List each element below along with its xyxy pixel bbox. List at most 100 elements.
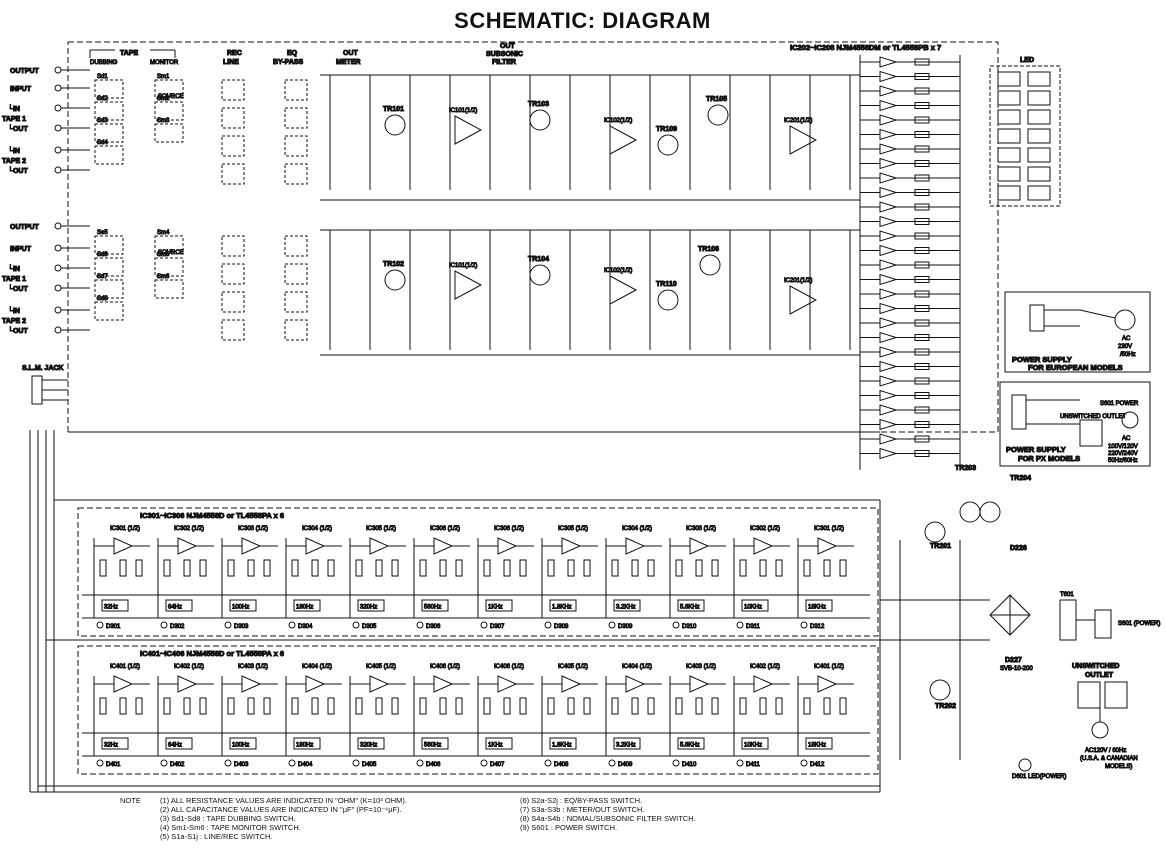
bank3-cells-freq-10: 10KHz — [744, 605, 762, 611]
switch-label-sm4: Sm4 — [157, 230, 170, 236]
us-region-2: MODELS) — [1105, 764, 1132, 770]
slm-jack-label: S.L.M. JACK — [22, 365, 64, 372]
bank4-cells-freq-8: 3.2KHz — [616, 743, 636, 749]
bank4-cells-diode-1: D402 — [170, 762, 185, 768]
filter-label: FILTER — [492, 59, 516, 66]
bank3-cells-diode-6: D307 — [490, 624, 505, 630]
bank3-cells-freq-box-5 — [421, 599, 449, 612]
px-subtitle: FOR PX MODELS — [1018, 454, 1080, 463]
switch-sd3 — [94, 123, 124, 143]
us-led-power: D601 LED(POWER) — [1012, 774, 1066, 780]
bank3-cells-freq-11: 18KHz — [808, 605, 826, 611]
bank4-cells-freq-box-5 — [421, 737, 449, 750]
bank3-cells-freq-box-3 — [293, 599, 321, 612]
svg-text:TR110: TR110 — [656, 281, 677, 288]
switch-sd6 — [94, 257, 124, 277]
io-label-7: └OUT — [8, 166, 28, 175]
bank3-cells-freq-5: 560Hz — [424, 605, 441, 611]
io-jack-15 — [54, 326, 62, 334]
bank4-header: IC401~IC406 NJM4558D or TL4558PA x 6 — [140, 649, 284, 658]
bank3-cells-ic-10: IC302 (1/2) — [750, 526, 780, 532]
note-left-0: (1) ALL RESISTANCE VALUES ARE INDICATED … — [160, 796, 407, 805]
tape-label: TAPE — [120, 50, 138, 57]
regulator-section: TR201 TR203 TR204 TR202 D226 D227 SVB-10… — [880, 465, 1034, 760]
led-label: LED — [1020, 57, 1034, 64]
bank4-cells-diode-7: D408 — [554, 762, 569, 768]
bank4-cells-diode-5: D406 — [426, 762, 441, 768]
io-label-14: TAPE 2 — [2, 318, 26, 325]
bank4-cells-ic-11: IC401 (1/2) — [814, 664, 844, 670]
t601-label: T601 — [1060, 592, 1074, 598]
svg-text:IC201(1/2): IC201(1/2) — [784, 278, 812, 284]
io-jack-10 — [54, 264, 62, 272]
bank4-cells-ic-0: IC401 (1/2) — [110, 664, 140, 670]
power-supply-eu: AC 230V /50Hz POWER SUPPLY FOR EUROPEAN … — [1004, 291, 1151, 373]
bank3-cells-freq-box-6 — [485, 599, 513, 612]
bank3-header: IC301~IC306 NJM4558D or TL4558PA x 6 — [140, 511, 284, 520]
subsonic-out-label: OUT — [500, 43, 516, 50]
bank4-cells-freq-box-7 — [549, 737, 577, 750]
svg-text:TR204: TR204 — [1010, 475, 1031, 482]
svg-text:IC101(1/2): IC101(1/2) — [449, 263, 477, 269]
bank4-cells-ic-10: IC402 (1/2) — [750, 664, 780, 670]
bank3-cells-diode-7: D308 — [554, 624, 569, 630]
px-unswitched-label: UNSWITCHED OUTLET — [1060, 414, 1126, 420]
bank4-cells-ic-4: IC405 (1/2) — [366, 664, 396, 670]
bank4-cells-ic-8: IC404 (1/2) — [622, 664, 652, 670]
subsonic-label: SUBSONIC — [486, 51, 523, 58]
bank4-cells-diode-0: D401 — [106, 762, 121, 768]
bank4-cells-diode-8: D409 — [618, 762, 633, 768]
io-jack-8 — [54, 222, 62, 230]
out-label: OUT — [343, 50, 359, 57]
ic-bank-2: IC202~IC208 NJM4558DM or TL4558PB x 7 — [790, 43, 942, 53]
bank3-cells-freq-2: 100Hz — [232, 605, 249, 611]
bank3-cells-freq-box-0 — [101, 599, 129, 612]
svg-text:TR201: TR201 — [930, 543, 951, 550]
switch-label-sm6: Sm6 — [157, 274, 170, 280]
io-label-11: TAPE 1 — [2, 276, 26, 283]
svg-text:TR105: TR105 — [706, 96, 727, 103]
bank3-cells-freq-box-2 — [229, 599, 257, 612]
bank4-cells-freq-box-4 — [357, 737, 385, 750]
s601-label: S601 (POWER) — [1118, 621, 1160, 627]
io-label-1: INPUT — [10, 86, 32, 93]
rec-label: REC — [227, 50, 242, 57]
bank4-cells-freq-box-2 — [229, 737, 257, 750]
px-power-label: S601 POWER — [1100, 401, 1139, 407]
switch-label-sm5: Sm5 — [157, 252, 170, 258]
eu-title: POWER SUPPLY — [1012, 355, 1072, 364]
io-jack-2 — [54, 104, 62, 112]
bank4-cells-diode-4: D405 — [362, 762, 377, 768]
switch-label-sd3: Sd3 — [97, 118, 108, 124]
us-unswitched-1: UNSWITCHED — [1072, 663, 1119, 670]
bank3-cells-diode-3: D304 — [298, 624, 313, 630]
svg-text:TR104: TR104 — [528, 256, 549, 263]
bank3-cells-freq-7: 1.8KHz — [552, 605, 572, 611]
note-left-4: (5) S1a-S1j : LINE/REC SWITCH. — [160, 832, 273, 841]
switch-label-sd7: Sd7 — [97, 274, 108, 280]
switch-sm3 — [154, 123, 184, 143]
slm-jack: S.L.M. JACK — [22, 365, 68, 405]
bank4-cells-freq-9: 5.6KHz — [680, 743, 700, 749]
bank4-cells-freq-box-1 — [165, 737, 193, 750]
switch-label-sd8: Sd8 — [97, 296, 108, 302]
bank4-cells-ic-1: IC402 (1/2) — [174, 664, 204, 670]
px-volt-2: 220V/240V — [1108, 451, 1138, 457]
io-label-15: └OUT — [8, 326, 28, 335]
opamp-ladder — [859, 55, 961, 470]
io-label-2: └IN — [8, 104, 20, 113]
bank4-cells-freq-0: 32Hz — [104, 743, 118, 749]
io-jack-12 — [54, 284, 62, 292]
io-label-8: OUTPUT — [10, 224, 40, 231]
bank3-cells-freq-1: 64Hz — [168, 605, 182, 611]
bank3-cells-freq-0: 32Hz — [104, 605, 118, 611]
svg-text:TR101: TR101 — [383, 106, 404, 113]
io-label-6: TAPE 2 — [2, 158, 26, 165]
io-label-9: INPUT — [10, 246, 32, 253]
bank4-cells-freq-box-10 — [741, 737, 769, 750]
bank4-cells-freq-5: 560Hz — [424, 743, 441, 749]
monitor-label: MONITOR — [150, 60, 179, 66]
us-region-1: (U.S.A. & CANADIAN — [1080, 756, 1138, 762]
bank3-cells-freq-box-11 — [805, 599, 833, 612]
